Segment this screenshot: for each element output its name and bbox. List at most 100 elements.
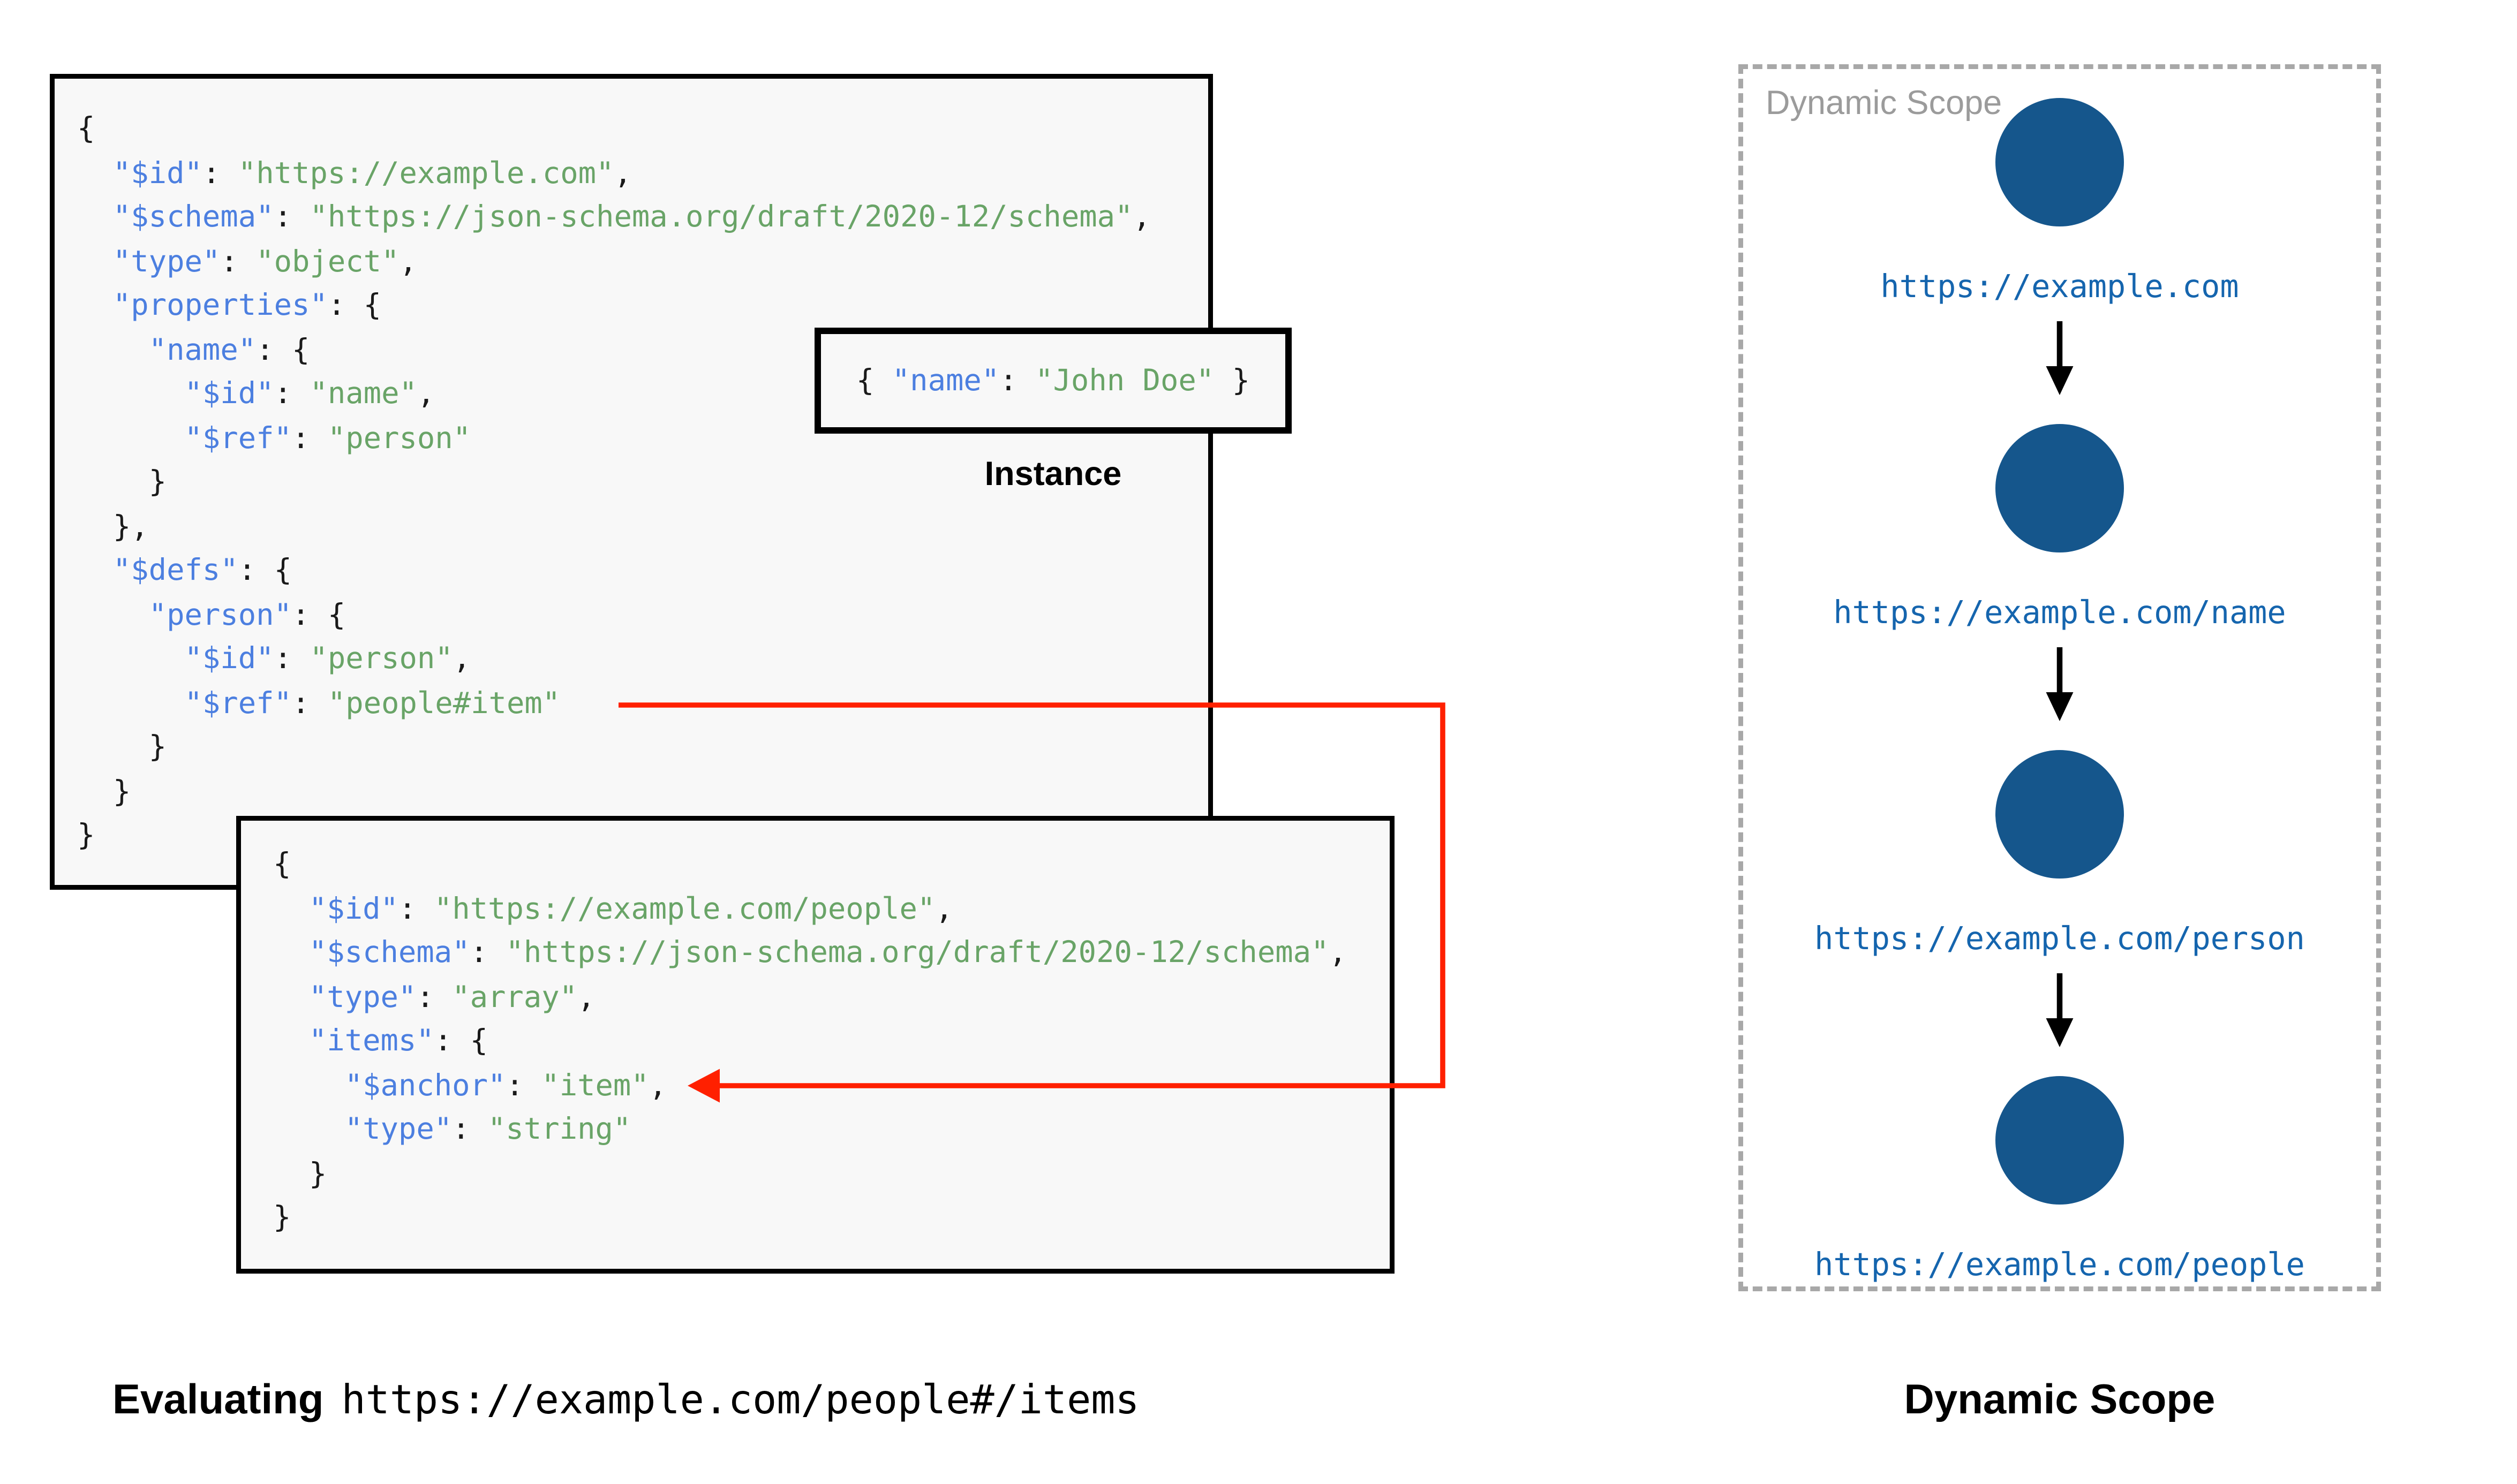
json-string: "https://json-schema.org/draft/2020-12/s… xyxy=(310,201,1133,234)
json-punct: } xyxy=(273,1201,291,1235)
code-line: "$anchor": "item", xyxy=(273,1064,1370,1109)
json-punct: , xyxy=(417,377,435,411)
json-punct: } xyxy=(273,1157,327,1191)
json-punct: , xyxy=(649,1069,667,1103)
json-punct xyxy=(77,289,113,323)
json-punct xyxy=(77,245,113,279)
json-key: "$defs" xyxy=(112,554,238,588)
json-string: "string" xyxy=(488,1113,631,1147)
json-key: "$schema" xyxy=(112,201,274,234)
json-string: "array" xyxy=(452,980,578,1014)
json-punct: } xyxy=(77,731,167,764)
json-string: "item" xyxy=(541,1069,649,1103)
json-punct xyxy=(77,157,113,191)
json-key: "$ref" xyxy=(184,686,292,721)
json-key: "type" xyxy=(308,980,417,1014)
json-punct: : xyxy=(999,364,1036,398)
json-punct: : xyxy=(398,892,434,926)
code-line: "name": { xyxy=(77,329,1189,373)
json-punct: , xyxy=(1133,201,1151,234)
code-line: "$schema": "https://json-schema.org/draf… xyxy=(273,932,1370,976)
json-key: "$id" xyxy=(184,642,274,676)
json-key: "type" xyxy=(344,1113,453,1147)
json-punct: : xyxy=(452,1113,488,1147)
down-arrow-icon xyxy=(2039,646,2081,731)
json-punct: : { xyxy=(327,289,382,323)
instance-label: Instance xyxy=(984,456,1122,493)
dynamic-scope-panel-title: Dynamic Scope xyxy=(1766,85,2002,122)
json-string: "person" xyxy=(327,421,471,456)
json-key: "$schema" xyxy=(308,936,470,970)
json-punct: } xyxy=(77,466,167,499)
json-punct: } xyxy=(77,819,95,853)
code-line: "$id": "name", xyxy=(77,373,1189,417)
json-punct xyxy=(77,554,113,588)
code-line: } xyxy=(77,461,1189,505)
json-key: "$id" xyxy=(184,377,274,411)
json-punct xyxy=(77,642,184,676)
scope-node-label: https://example.com/people xyxy=(1814,1246,2305,1283)
json-key: "name" xyxy=(892,364,1000,398)
code-line: "$defs": { xyxy=(77,549,1189,594)
evaluating-label: Evaluating xyxy=(112,1375,324,1423)
code-line: "type": "string" xyxy=(273,1108,1370,1153)
code-line: "$ref": "people#item" xyxy=(77,682,1189,726)
json-punct: , xyxy=(1329,936,1347,970)
code-line: "type": "array", xyxy=(273,976,1370,1020)
json-string: "John Doe" xyxy=(1035,364,1215,398)
json-key: "person" xyxy=(148,598,292,632)
json-punct xyxy=(273,936,309,970)
code-line: } xyxy=(77,770,1189,815)
code-line: "items": { xyxy=(273,1020,1370,1064)
json-string: "https://example.com" xyxy=(238,156,614,191)
json-punct xyxy=(273,1025,309,1058)
json-punct: , xyxy=(453,642,471,676)
json-key: "name" xyxy=(148,333,257,367)
evaluating-uri: https://example.com/people#/items xyxy=(341,1376,1140,1423)
json-punct xyxy=(273,981,309,1014)
json-punct: , xyxy=(935,892,953,926)
json-key: "$id" xyxy=(308,892,398,926)
scope-node-circle xyxy=(1995,1076,2124,1205)
code-line: "$id": "https://example.com/people", xyxy=(273,888,1370,932)
json-key: "items" xyxy=(308,1025,434,1058)
json-punct: : xyxy=(291,686,328,721)
code-line: { xyxy=(77,108,1189,152)
json-punct: } xyxy=(1214,364,1250,398)
json-string: "https://example.com/people" xyxy=(434,892,936,926)
code-line: "$schema": "https://json-schema.org/draf… xyxy=(77,196,1189,240)
json-punct: } xyxy=(77,775,131,809)
json-string: "people#item" xyxy=(327,686,561,721)
json-punct xyxy=(273,1069,345,1103)
instance-box: { "name": "John Doe" } xyxy=(815,328,1292,434)
scope-node-label: https://example.com/name xyxy=(1833,594,2286,631)
json-key: "type" xyxy=(112,245,221,279)
json-punct: : xyxy=(470,936,506,970)
down-arrow-icon xyxy=(2039,320,2081,405)
scope-node-label: https://example.com/person xyxy=(1814,920,2305,957)
code-line: } xyxy=(77,726,1189,770)
json-punct: : xyxy=(274,377,310,411)
json-punct: , xyxy=(577,980,596,1014)
code-line: } xyxy=(77,814,1189,859)
down-arrow-icon xyxy=(2039,972,2081,1057)
json-punct: : xyxy=(274,642,310,676)
json-punct: : xyxy=(506,1069,542,1103)
json-key: "$ref" xyxy=(184,421,292,456)
code-line: "$ref": "person" xyxy=(77,417,1189,461)
json-punct: }, xyxy=(77,510,149,544)
json-key: "$id" xyxy=(112,156,202,191)
code-line: { xyxy=(273,843,1370,888)
code-line: } xyxy=(273,1153,1370,1197)
json-punct: { xyxy=(273,848,291,882)
dynamic-scope-caption: Dynamic Scope xyxy=(1904,1375,2215,1423)
evaluating-caption: Evaluating https://example.com/people#/i… xyxy=(112,1375,1140,1425)
json-punct: : { xyxy=(238,554,292,588)
code-line: }, xyxy=(77,505,1189,550)
scope-node-circle xyxy=(1995,98,2124,226)
code-line: "type": "object", xyxy=(77,240,1189,285)
json-punct xyxy=(77,201,113,234)
json-string: "object" xyxy=(256,245,400,279)
